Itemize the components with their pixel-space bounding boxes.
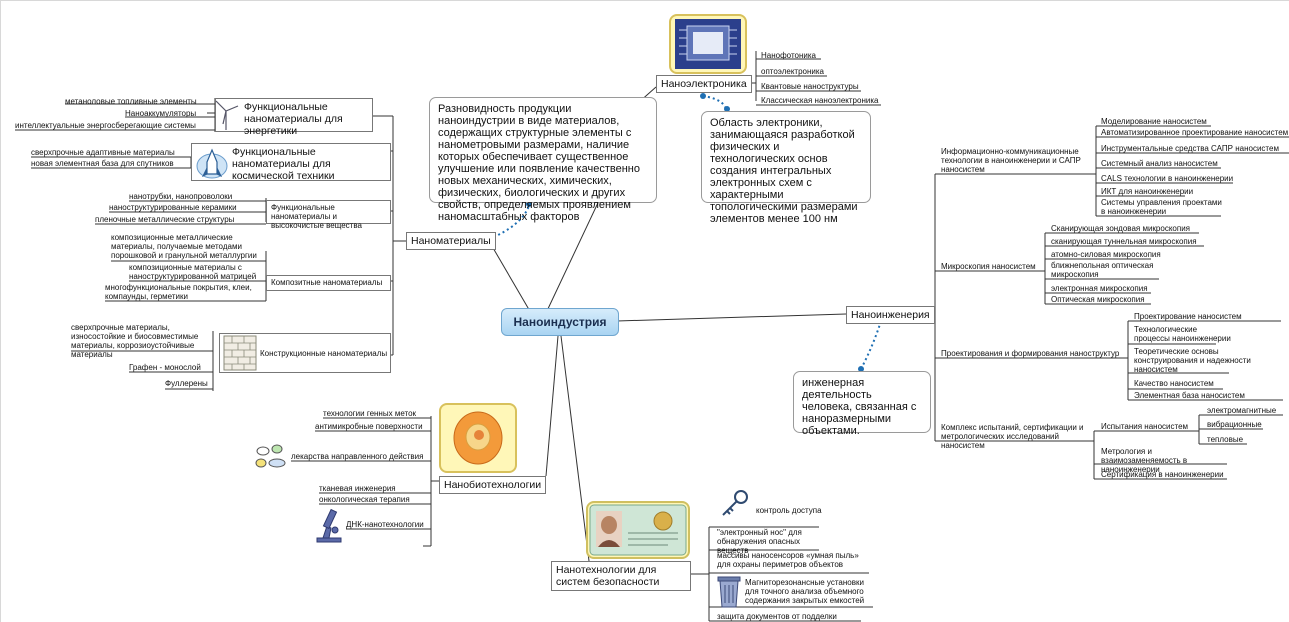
- leaf-energy-1[interactable]: метаноловые топливные элементы: [65, 97, 197, 106]
- branch-security[interactable]: Нанотехнологии для систем безопасности: [551, 561, 691, 591]
- wind-turbine-icon: [215, 100, 239, 130]
- node-energy-label: Функциональные наноматериалы для энергет…: [244, 101, 343, 137]
- leaf-tests-2[interactable]: вибрационные: [1207, 420, 1262, 429]
- leaf-security-4[interactable]: Магниторезонансные установки для точного…: [745, 578, 865, 605]
- leaf-design-5[interactable]: Элементная база наносистем: [1134, 391, 1245, 400]
- leaf-composite-1[interactable]: композиционные металлические материалы, …: [111, 233, 257, 260]
- leaf-composite-2[interactable]: композиционные материалы с наноструктури…: [129, 263, 257, 281]
- leaf-microscopy-5[interactable]: электронная микроскопия: [1051, 284, 1148, 293]
- leaf-space-2[interactable]: новая элементная база для спутников: [31, 159, 174, 168]
- leaf-bio-1[interactable]: технологии генных меток: [323, 409, 417, 418]
- chip-picture-icon: [669, 14, 747, 74]
- note-nanoengineering: инженерная деятельность человека, связан…: [793, 371, 931, 437]
- leaf-testing-2[interactable]: Сертификация в наноинженерии: [1101, 470, 1224, 479]
- leaf-ict-2[interactable]: Автоматизированное проектирование наноси…: [1101, 128, 1289, 137]
- leaf-bio-5[interactable]: онкологическая терапия: [319, 495, 410, 504]
- node-composite[interactable]: Композитные наноматериалы: [266, 275, 391, 291]
- node-microscopy[interactable]: Микроскопия наносистем: [941, 262, 1036, 271]
- leaf-ict-1[interactable]: Моделирование наносистем: [1101, 117, 1207, 126]
- leaf-construction-3[interactable]: Фуллерены: [165, 379, 208, 388]
- rocket-icon: [196, 148, 228, 179]
- leaf-electronics-4[interactable]: Классическая наноэлектроника: [761, 96, 879, 105]
- center-node[interactable]: Наноиндустрия: [501, 308, 619, 336]
- leaf-electronics-1[interactable]: Нанофотоника: [761, 51, 816, 60]
- note-nanomaterials: Разновидность продукции наноиндустрии в …: [429, 97, 657, 223]
- node-high-purity[interactable]: Функциональные наноматериалы и высокочис…: [266, 200, 391, 230]
- key-icon: [722, 490, 748, 516]
- leaf-tests-3[interactable]: тепловые: [1207, 435, 1244, 444]
- leaf-bio-6[interactable]: ДНК-нанотехнологии: [346, 520, 424, 529]
- leaf-microscopy-4[interactable]: ближнепольная оптическая микроскопия: [1051, 261, 1154, 279]
- leaf-design-1[interactable]: Проектирование наносистем: [1134, 312, 1242, 321]
- leaf-design-2[interactable]: Технологические процессы наноинженерии: [1134, 325, 1231, 343]
- leaf-electronics-3[interactable]: Квантовые наноструктуры: [761, 82, 859, 91]
- leaf-bio-4[interactable]: тканевая инженерия: [319, 484, 396, 493]
- branch-nanoelectronics[interactable]: Наноэлектроника: [656, 75, 752, 93]
- leaf-energy-3[interactable]: интеллектуальные энергосберегающие систе…: [15, 121, 196, 130]
- leaf-ict-3[interactable]: Инструментальные средства САПР наносисте…: [1101, 144, 1279, 153]
- node-design[interactable]: Проектирования и формирования нанострукт…: [941, 349, 1120, 358]
- trash-bin-icon: [717, 576, 741, 608]
- node-space[interactable]: Функциональные наноматериалы для космиче…: [191, 143, 391, 182]
- leaf-electronics-2[interactable]: оптоэлектроника: [761, 67, 824, 76]
- leaf-microscopy-3[interactable]: атомно-силовая микроскопия: [1051, 250, 1161, 259]
- leaf-security-5[interactable]: защита документов от подделки: [717, 612, 837, 621]
- note-nanoelectronics: Область электроники, занимающаяся разраб…: [701, 111, 871, 225]
- leaf-microscopy-1[interactable]: Сканирующая зондовая микроскопия: [1051, 224, 1190, 233]
- branch-nanoengineering[interactable]: Наноинженерия: [846, 306, 935, 324]
- leaf-bio-2[interactable]: антимикробные поверхности: [315, 422, 423, 431]
- leaf-design-4[interactable]: Качество наносистем: [1134, 379, 1214, 388]
- leaf-design-3[interactable]: Теоретические основы конструирования и н…: [1134, 347, 1251, 374]
- node-tests[interactable]: Испытания наносистем: [1101, 422, 1189, 431]
- leaf-testing-1[interactable]: Метрология и взаимозаменяемость в наноин…: [1101, 447, 1188, 474]
- branch-nanomaterials[interactable]: Наноматериалы: [406, 232, 496, 250]
- leaf-microscopy-2[interactable]: сканирующая туннельная микроскопия: [1051, 237, 1197, 246]
- node-energy[interactable]: Функциональные наноматериалы для энергет…: [215, 98, 373, 137]
- leaf-microscopy-6[interactable]: Оптическая микроскопия: [1051, 295, 1145, 304]
- leaf-high-purity-2[interactable]: наноструктурированные керамики: [109, 203, 237, 212]
- leaf-composite-3[interactable]: многофункциональные покрытия, клеи, комп…: [105, 283, 252, 301]
- leaf-construction-2[interactable]: Графен - монослой: [129, 363, 201, 372]
- id-card-picture-icon: [586, 501, 690, 559]
- node-space-label: Функциональные наноматериалы для космиче…: [232, 146, 335, 182]
- leaf-security-2[interactable]: "электронный нос" для обнаружения опасны…: [717, 528, 802, 555]
- leaf-security-3[interactable]: массивы наносенсоров «умная пыль» для ох…: [717, 551, 859, 569]
- leaf-construction-1[interactable]: сверхпрочные материалы, износостойкие и …: [71, 323, 199, 359]
- leaf-tests-1[interactable]: электромагнитные: [1207, 406, 1277, 415]
- leaf-ict-5[interactable]: CALS технологии в наноинженерии: [1101, 174, 1234, 183]
- leaf-high-purity-1[interactable]: нанотрубки, нанопроволоки: [129, 192, 233, 201]
- cell-picture-icon: [439, 403, 517, 473]
- brick-wall-icon: [223, 335, 257, 371]
- leaf-bio-3[interactable]: лекарства направленного действия: [291, 452, 424, 461]
- leaf-high-purity-3[interactable]: пленочные металлические структуры: [95, 215, 235, 224]
- pills-icon: [255, 444, 286, 468]
- microscope-icon: [316, 508, 342, 543]
- leaf-space-1[interactable]: сверхпрочные адаптивные материалы: [31, 148, 175, 157]
- leaf-ict-6[interactable]: ИКТ для наноинженерии: [1101, 187, 1194, 196]
- leaf-ict-7[interactable]: Системы управления проектами в наноинжен…: [1101, 198, 1222, 216]
- node-ict[interactable]: Информационно-коммуникационные технологи…: [941, 147, 1081, 174]
- leaf-security-1[interactable]: контроль доступа: [756, 506, 822, 515]
- branch-nanobiotech[interactable]: Нанобиотехнологии: [439, 476, 547, 494]
- node-testing[interactable]: Комплекс испытаний, сертификации и метро…: [941, 423, 1084, 450]
- leaf-energy-2[interactable]: Наноаккумуляторы: [125, 109, 197, 118]
- leaf-ict-4[interactable]: Системный анализ наносистем: [1101, 159, 1218, 168]
- node-construction-label: Конструкционные наноматериалы: [260, 349, 388, 358]
